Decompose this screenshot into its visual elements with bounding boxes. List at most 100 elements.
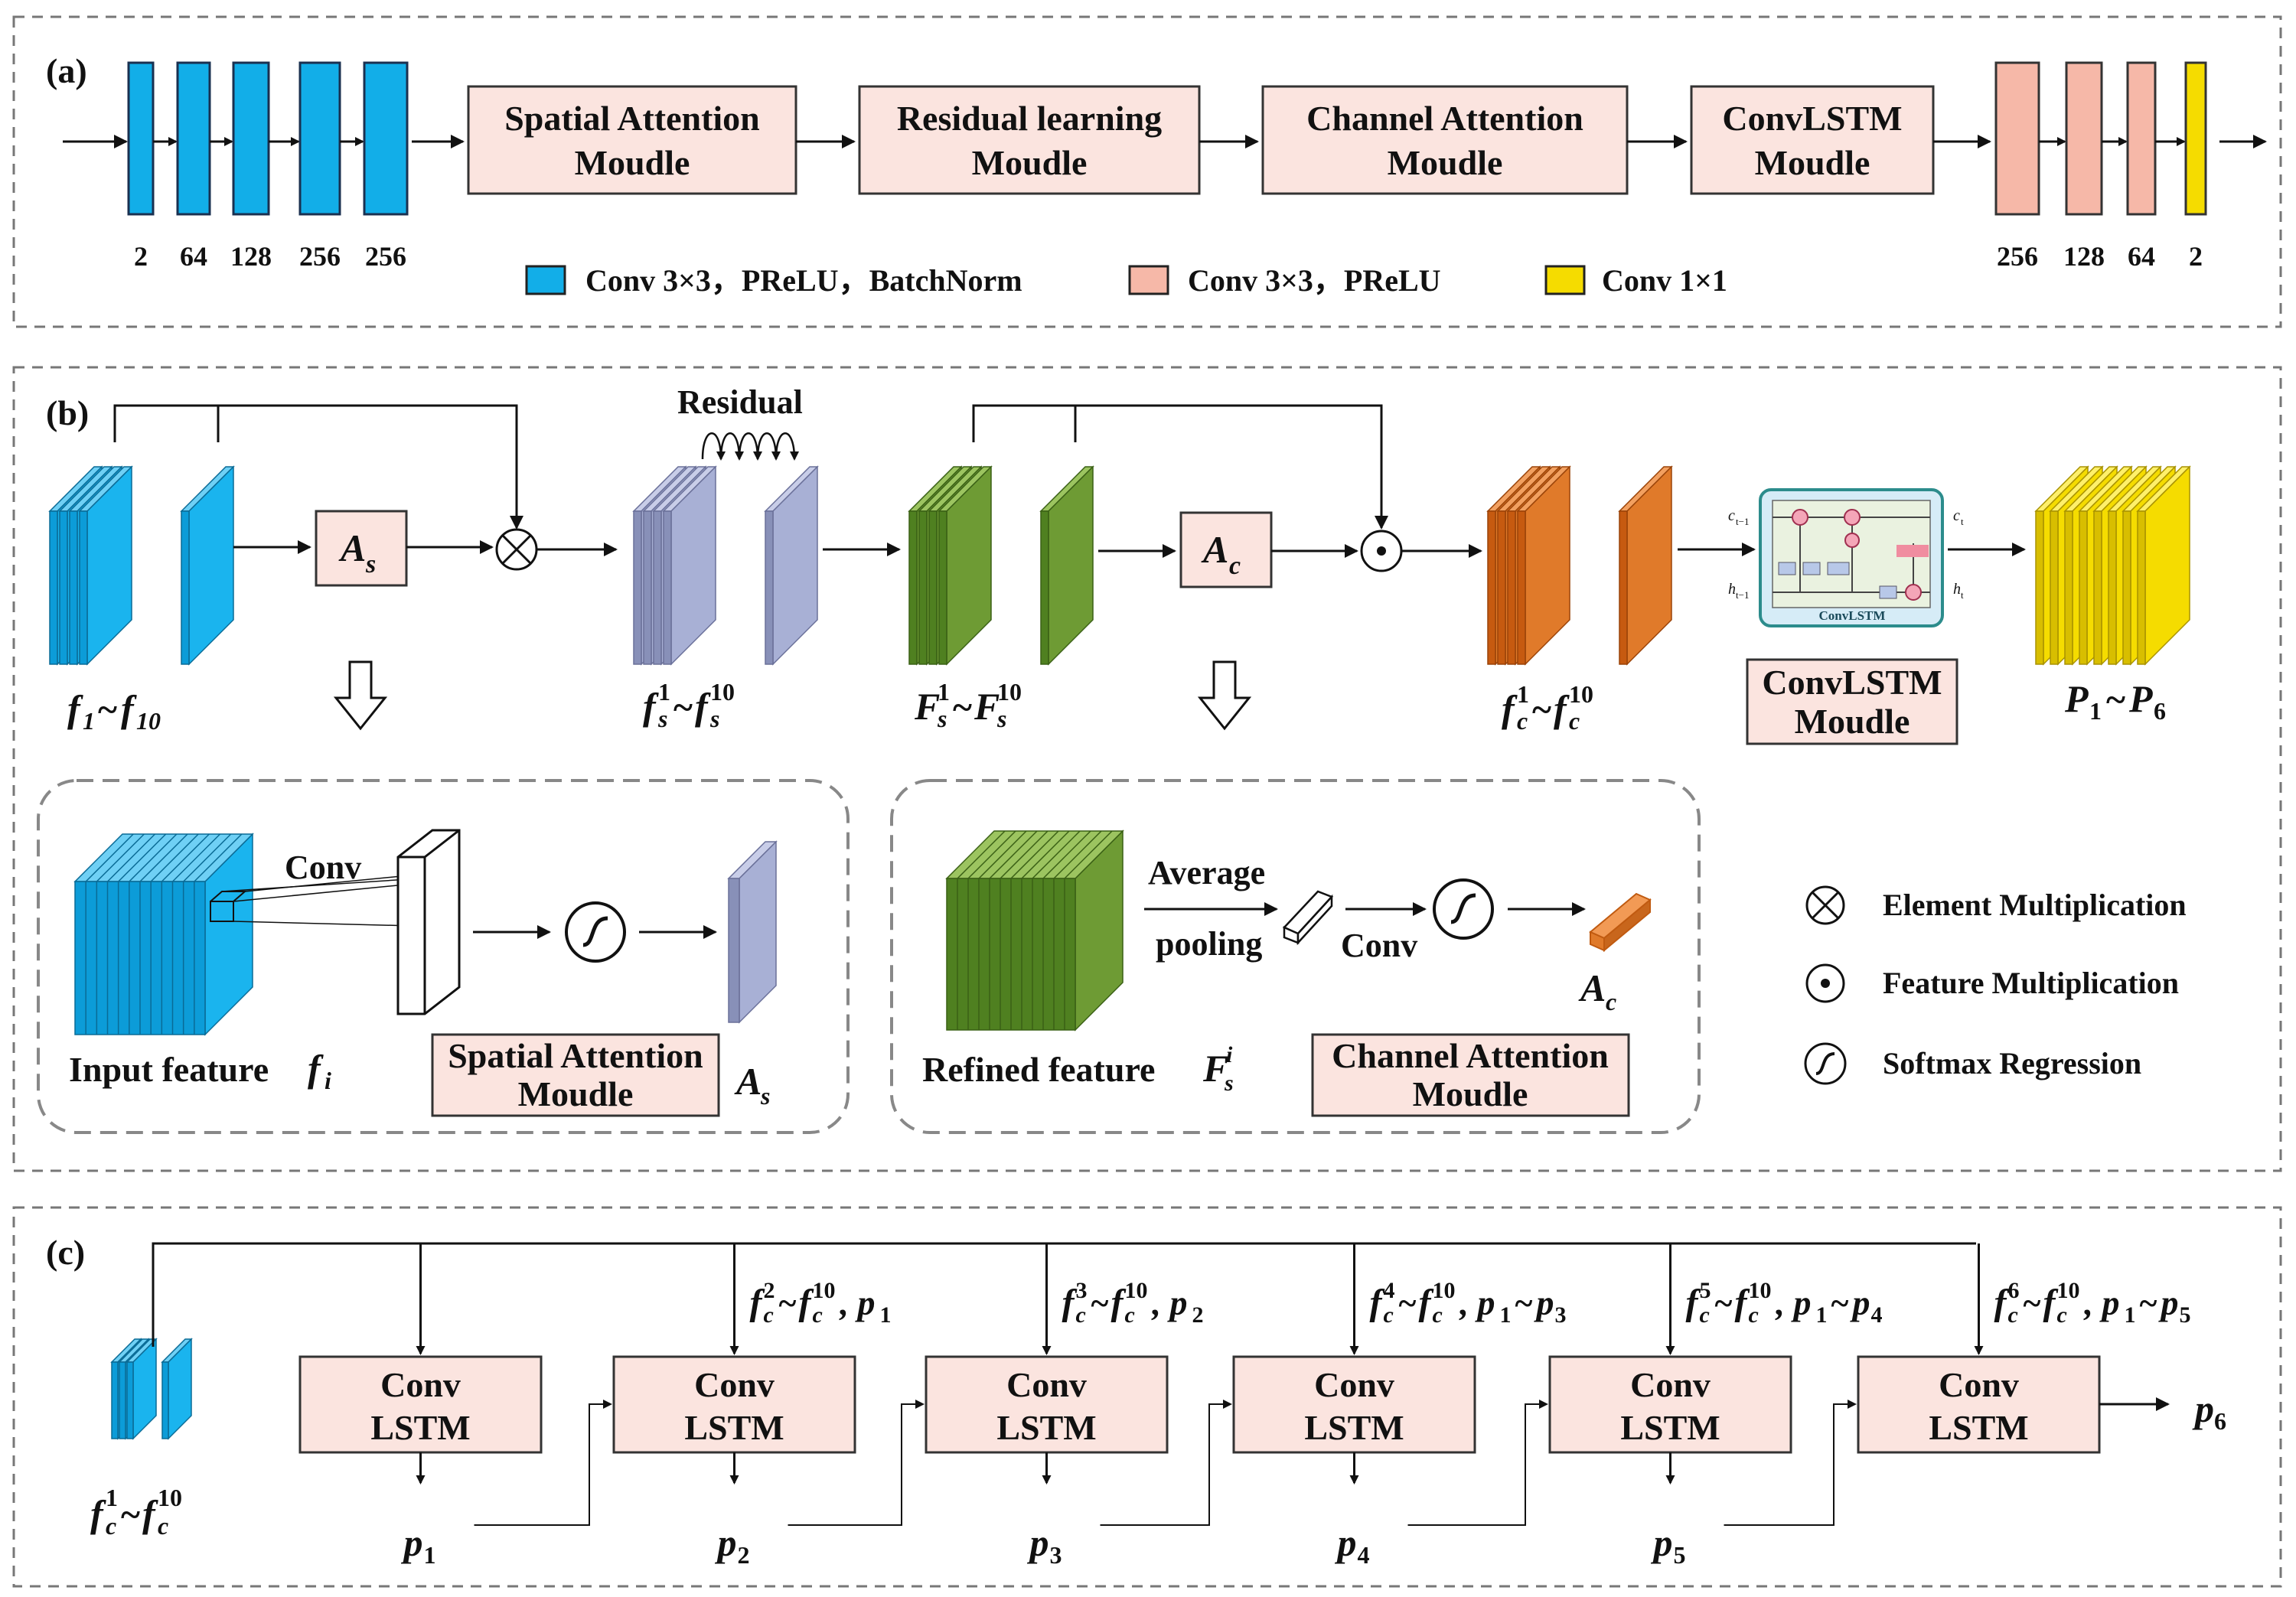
skip-connection [113,404,523,530]
in-tail-sub: 1 [2125,1302,2136,1328]
recurrent-link [788,1400,925,1526]
in-tilde: ~ [779,1285,797,1322]
pool-line1: Average [1148,854,1265,891]
output-p: p [1651,1521,1673,1564]
cube-slice [1064,830,1113,879]
output-p-sub: 6 [2214,1407,2226,1435]
in-range-tilde: ~ [1515,1285,1533,1322]
pool-line2: pooling [1156,925,1262,963]
module-line1: Spatial Attention [448,1036,703,1075]
module-line2: Moudle [575,143,690,182]
label-fs: f s 1 ~ f s 10 [643,678,735,732]
ac-subscript: c [1229,552,1241,580]
sheet-front [2079,510,2088,665]
output-p-sub: 4 [1358,1541,1370,1569]
c-in-sub2: c [158,1512,168,1540]
P-main2: P [2128,677,2153,720]
conv-block [1994,61,2040,216]
in-tilde: ~ [1715,1285,1733,1322]
feature-stack-Fs [908,465,1094,666]
channel-label: 2 [134,241,148,272]
panel-b-border [12,366,2282,1172]
f-main: f [67,687,83,730]
sheet-front [79,510,88,665]
conv-block [127,61,155,216]
in-f2: f [799,1282,814,1323]
cube-slice [967,830,1016,879]
attention-box-as: A s [315,510,408,587]
fs-main: f [643,685,659,728]
in-tail: , p [1459,1283,1495,1322]
panel-c-input-stack [110,1338,193,1440]
channel-module-box [1311,1033,1630,1117]
sheet-front [69,510,78,665]
feature-stack-fc [1486,465,1673,666]
in-tilde: ~ [2024,1285,2041,1322]
legend-swatch [1544,265,1586,295]
output-p: p [401,1521,423,1564]
residual-label: Residual [677,383,803,421]
sheet-front [2108,510,2117,665]
module-line2: Moudle [1755,143,1870,182]
f-sub2: 10 [136,707,161,735]
cube-slice [1042,830,1091,879]
cube-slice [1053,830,1102,879]
in-sub2: c [813,1302,823,1328]
P-sub1: 1 [2089,697,2102,725]
legend-a: Conv 3×3，PReLU，BatchNorm Conv 3×3，PReLU … [525,263,1727,298]
channel-label: 128 [230,241,272,272]
input-sub: i [325,1067,331,1094]
module-line2: Moudle [1413,1074,1528,1113]
encoder-blocks [127,61,409,216]
in-sup2: 10 [1125,1278,1148,1303]
sheet-front [2137,510,2146,665]
residual-arc [756,432,781,461]
attention-box-ac: A c [1179,511,1273,588]
sheet-front [728,878,740,1023]
channel-conv-label: Conv [1341,927,1417,964]
cube-slice [106,833,156,882]
cell-line1: Conv [380,1365,461,1404]
in-tail-sub: 1 [880,1302,892,1328]
in-tilde: ~ [1399,1285,1417,1322]
cube-slice [957,830,1006,879]
fs-main2: f [695,685,711,728]
module-line1: ConvLSTM [1762,663,1942,702]
in-range-tilde: ~ [1831,1285,1849,1322]
module-line2: Moudle [1795,702,1910,741]
sheet-front [1487,510,1496,665]
sheet-front [59,510,68,665]
cube-slice [118,833,167,882]
as-subscript: s [365,550,376,579]
conv-block [232,61,270,216]
input-symbol: f [308,1047,324,1090]
Fs-sup1: 1 [938,678,950,706]
in-f: f [1686,1282,1701,1323]
input-feature-label: Input feature [69,1050,269,1089]
output-p-sub: 5 [1674,1541,1686,1569]
in-sub: c [764,1302,774,1328]
cell-box [925,1355,1169,1454]
in-f2: f [1735,1282,1750,1323]
in-sup: 5 [1700,1278,1711,1303]
conv-block [2126,61,2157,216]
residual-arc [775,432,799,461]
Fs-sub2: s [996,705,1006,732]
spatial-module-box [431,1033,720,1117]
legend-text: Conv 1×1 [1602,263,1727,298]
as-symbol: A [338,526,366,569]
residual-arc [701,432,726,461]
in-sup2: 10 [1749,1278,1772,1303]
legend-swatch [1128,265,1169,295]
in-sup: 6 [2008,1278,2020,1303]
recurrent-link [1407,1400,1548,1526]
down-arrow-icon [1197,660,1252,731]
convlstm-cell-illustration: ConvLSTM c t−1 c t h t−1 h t [1728,488,1964,627]
conv-block [298,61,341,216]
refined-sub: s [1224,1071,1234,1096]
sheet-front [1040,510,1049,665]
